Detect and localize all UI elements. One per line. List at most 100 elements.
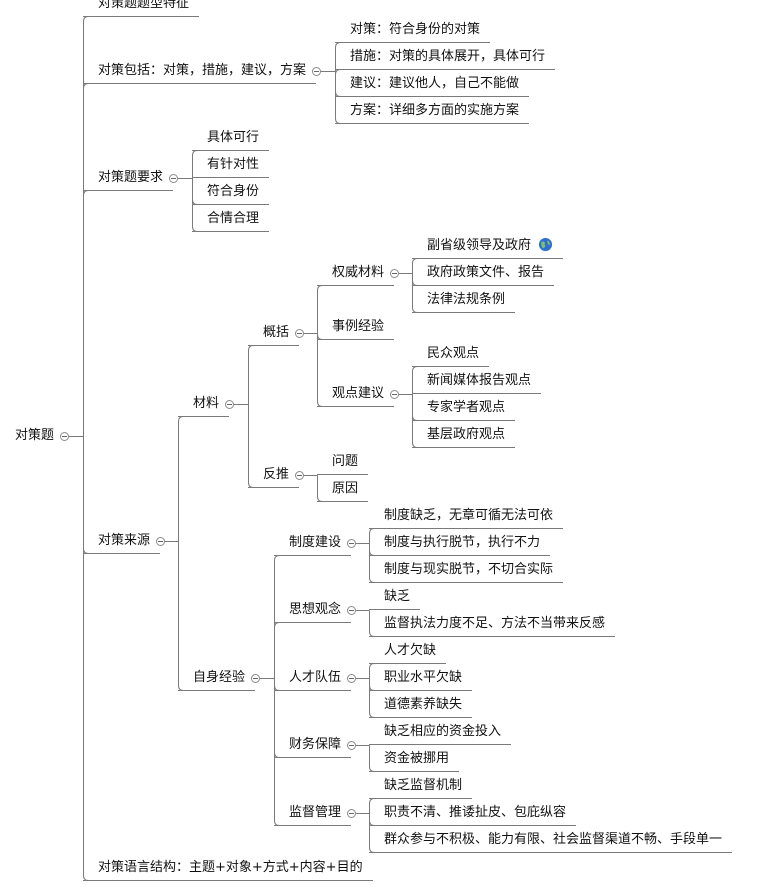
collapse-toggle[interactable] xyxy=(225,399,234,409)
connector-line xyxy=(335,71,341,124)
collapse-toggle[interactable] xyxy=(347,808,356,818)
collapse-toggle[interactable] xyxy=(390,268,399,278)
topic-label: 副省级领导及政府 xyxy=(427,238,532,253)
topic-node[interactable]: 财务保障 xyxy=(289,737,341,753)
collapse-toggle[interactable] xyxy=(347,538,356,548)
topic-node[interactable]: 基层政府观点 xyxy=(427,427,505,443)
topic-node[interactable]: 权威材料 xyxy=(332,265,384,281)
collapse-toggle[interactable] xyxy=(295,328,304,338)
topic-node[interactable]: 制度与执行脱节，执行不力 xyxy=(384,535,540,551)
topic-node[interactable]: 专家学者观点 xyxy=(427,400,505,416)
topic-label: 思想观念 xyxy=(289,602,342,617)
topic-node[interactable]: 资金被挪用 xyxy=(384,751,449,767)
collapse-toggle[interactable] xyxy=(312,66,321,76)
collapse-toggle[interactable] xyxy=(169,173,178,183)
topic-node[interactable]: 对策来源 xyxy=(98,533,150,549)
topic-label: 建议：建议他人，自己不能做 xyxy=(350,76,520,91)
topic-node[interactable]: 制度建设 xyxy=(289,535,341,551)
connector-line xyxy=(369,663,375,679)
topic-node[interactable]: 观点建议 xyxy=(332,386,384,402)
topic-node[interactable]: 缺乏监督机制 xyxy=(384,778,462,794)
topic-label: 措施：对策的具体展开，具体可行 xyxy=(350,49,546,64)
topic-label: 原因 xyxy=(332,481,359,496)
topic-node[interactable]: 监督执法力度不足、方法不当带来反感 xyxy=(384,616,605,632)
connector-line xyxy=(83,16,89,437)
topic-node[interactable]: 监督管理 xyxy=(289,805,341,821)
collapse-toggle[interactable] xyxy=(347,605,356,615)
connector-line xyxy=(369,678,375,691)
topic-node[interactable]: 副省级领导及政府 xyxy=(427,238,531,254)
topic-node[interactable]: 措施：对策的具体展开，具体可行 xyxy=(350,49,545,65)
connector-line xyxy=(412,394,418,421)
topic-node[interactable]: 方案：详细多方面的实施方案 xyxy=(350,103,519,119)
topic-label: 合情合理 xyxy=(207,211,260,226)
topic-node[interactable]: 群众参与不积极、能力有限、社会监督渠道不畅、手段单一 xyxy=(384,832,722,848)
connector-line xyxy=(317,285,323,334)
collapse-toggle[interactable] xyxy=(60,431,69,441)
topic-node[interactable]: 人才欠缺 xyxy=(384,643,436,659)
topic-node[interactable]: 事例经验 xyxy=(332,319,384,335)
topic-node[interactable]: 对策语言结构：主题+对象+方式+内容+目的 xyxy=(98,860,363,876)
topic-node[interactable]: 新闻媒体报告观点 xyxy=(427,373,531,389)
topic-label: 财务保障 xyxy=(289,737,342,752)
topic-node[interactable]: 反推 xyxy=(263,467,289,483)
topic-node[interactable]: 制度缺乏，无章可循无法可依 xyxy=(384,508,553,524)
topic-node[interactable]: 对策题题型特征 xyxy=(98,0,189,12)
connector-line xyxy=(83,436,89,881)
topic-node[interactable]: 具体可行 xyxy=(207,130,259,146)
collapse-toggle[interactable] xyxy=(347,673,356,683)
topic-label: 职业水平欠缺 xyxy=(384,670,463,685)
topic-node[interactable]: 有针对性 xyxy=(207,157,259,173)
topic-label: 材料 xyxy=(193,396,220,411)
topic-node[interactable]: 职业水平欠缺 xyxy=(384,670,462,686)
collapse-toggle[interactable] xyxy=(390,389,399,399)
topic-node[interactable]: 缺乏相应的资金投入 xyxy=(384,724,501,740)
topic-node[interactable]: 职责不清、推诿扯皮、包庇纵容 xyxy=(384,805,566,821)
topic-node[interactable]: 法律法规条例 xyxy=(427,292,505,308)
connector-line xyxy=(335,71,341,97)
collapse-toggle[interactable] xyxy=(156,536,165,546)
topic-node[interactable]: 对策：符合身份的对策 xyxy=(350,22,480,38)
topic-label: 符合身份 xyxy=(207,184,260,199)
collapse-toggle[interactable] xyxy=(251,673,260,683)
topic-label: 群众参与不积极、能力有限、社会监督渠道不畅、手段单一 xyxy=(384,832,723,847)
topic-node[interactable]: 思想观念 xyxy=(289,602,341,618)
topic-node[interactable]: 对策包括：对策，措施，建议，方案 xyxy=(98,63,306,79)
connector-line xyxy=(369,543,375,583)
collapse-toggle[interactable] xyxy=(347,740,356,750)
topic-node[interactable]: 自身经验 xyxy=(193,670,245,686)
topic-node[interactable]: 缺乏 xyxy=(384,589,410,605)
topic-label: 法律法规条例 xyxy=(427,292,506,307)
globe-icon xyxy=(538,237,553,252)
root-topic[interactable]: 对策题 xyxy=(15,428,54,444)
topic-node[interactable]: 符合身份 xyxy=(207,184,259,200)
topic-label: 制度与执行脱节，执行不力 xyxy=(384,535,541,550)
topic-label: 事例经验 xyxy=(332,319,385,334)
collapse-toggle[interactable] xyxy=(295,470,304,480)
topic-node[interactable]: 制度与现实脱节，不切合实际 xyxy=(384,562,553,578)
connector-line xyxy=(178,541,184,691)
topic-label: 对策题要求 xyxy=(98,170,164,185)
topic-node[interactable]: 人才队伍 xyxy=(289,670,341,686)
topic-node[interactable]: 建议：建议他人，自己不能做 xyxy=(350,76,519,92)
topic-label: 专家学者观点 xyxy=(427,400,506,415)
topic-label: 对策来源 xyxy=(98,533,151,548)
connector-line xyxy=(274,678,280,691)
topic-node[interactable]: 政府政策文件、报告 xyxy=(427,265,544,281)
topic-node[interactable]: 道德素养缺失 xyxy=(384,697,462,713)
connector-line xyxy=(274,678,280,826)
connector-line xyxy=(335,69,341,75)
topic-node[interactable]: 原因 xyxy=(332,481,358,497)
connector-line xyxy=(192,150,198,179)
topic-node[interactable]: 问题 xyxy=(332,454,358,470)
topic-label: 政府政策文件、报告 xyxy=(427,265,545,280)
topic-node[interactable]: 材料 xyxy=(193,396,219,412)
connector-line xyxy=(274,622,280,679)
topic-node[interactable]: 对策题要求 xyxy=(98,170,163,186)
topic-node[interactable]: 合情合理 xyxy=(207,211,259,227)
topic-label: 人才队伍 xyxy=(289,670,342,685)
topic-node[interactable]: 民众观点 xyxy=(427,346,479,362)
topic-node[interactable]: 概括 xyxy=(263,325,289,341)
connector-line xyxy=(369,813,375,853)
connector-line xyxy=(317,333,323,407)
